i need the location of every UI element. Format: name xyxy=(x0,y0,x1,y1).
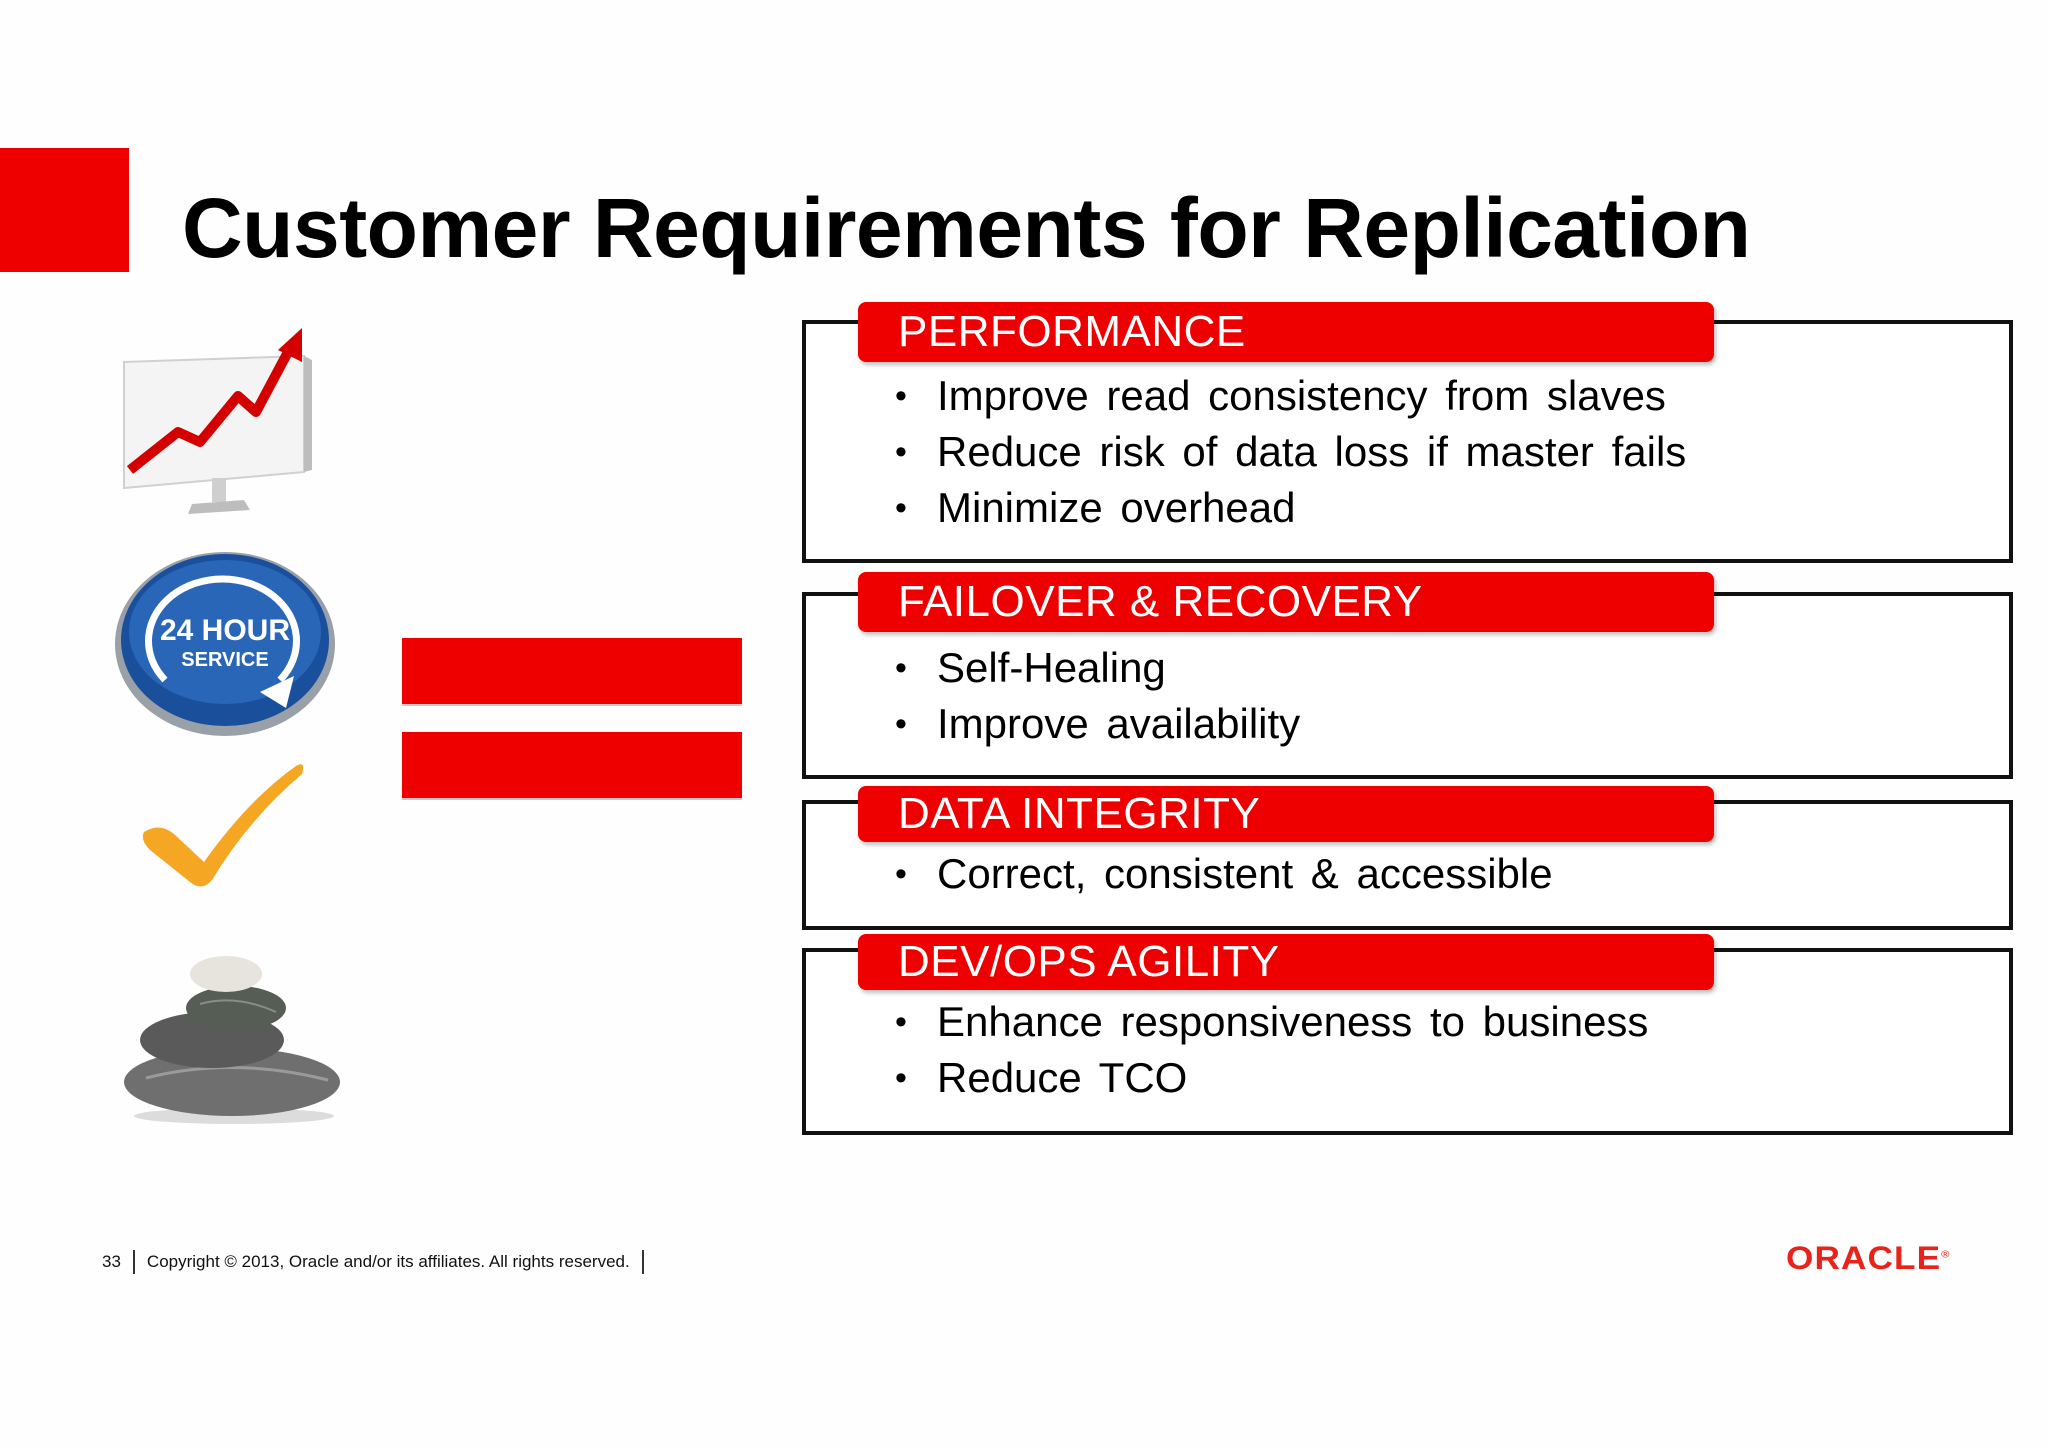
footer: 33 Copyright © 2013, Oracle and/or its a… xyxy=(102,1250,656,1274)
list-item: Self-Healing xyxy=(895,640,1300,696)
devops-agility-list: Enhance responsiveness to business Reduc… xyxy=(895,994,1648,1106)
list-item: Minimize overhead xyxy=(895,480,1686,536)
equals-bar-top xyxy=(402,638,742,706)
footer-divider xyxy=(132,1250,135,1274)
badge-line-1: 24 HOUR xyxy=(160,614,290,647)
title-accent-block xyxy=(0,148,129,272)
balanced-stones-icon xyxy=(116,928,346,1128)
footer-divider xyxy=(641,1250,644,1274)
24-hour-service-badge-icon: 24 HOUR SERVICE xyxy=(110,540,340,740)
list-item: Improve read consistency from slaves xyxy=(895,368,1686,424)
list-item: Enhance responsiveness to business xyxy=(895,994,1648,1050)
list-item: Reduce TCO xyxy=(895,1050,1648,1106)
data-integrity-list: Correct, consistent & accessible xyxy=(895,846,1553,902)
oracle-logo: ORACLE® xyxy=(1786,1240,1950,1277)
equals-bar-bottom xyxy=(402,732,742,800)
failover-recovery-header: FAILOVER & RECOVERY xyxy=(858,572,1714,632)
copyright-text: Copyright © 2013, Oracle and/or its affi… xyxy=(146,1252,630,1271)
data-integrity-header: DATA INTEGRITY xyxy=(858,786,1714,842)
performance-list: Improve read consistency from slaves Red… xyxy=(895,368,1686,536)
oracle-logo-text: ORACLE xyxy=(1786,1240,1942,1276)
growth-chart-icon xyxy=(118,320,318,520)
slide-title: Customer Requirements for Replication xyxy=(182,181,1751,275)
list-item: Reduce risk of data loss if master fails xyxy=(895,424,1686,480)
checkmark-icon xyxy=(138,760,308,890)
devops-agility-header: DEV/OPS AGILITY xyxy=(858,934,1714,990)
failover-recovery-list: Self-Healing Improve availability xyxy=(895,640,1300,752)
list-item: Improve availability xyxy=(895,696,1300,752)
registered-mark: ® xyxy=(1941,1249,1951,1261)
list-item: Correct, consistent & accessible xyxy=(895,846,1553,902)
badge-line-2: SERVICE xyxy=(181,649,268,671)
performance-header: PERFORMANCE xyxy=(858,302,1714,362)
page-number: 33 xyxy=(102,1252,121,1271)
